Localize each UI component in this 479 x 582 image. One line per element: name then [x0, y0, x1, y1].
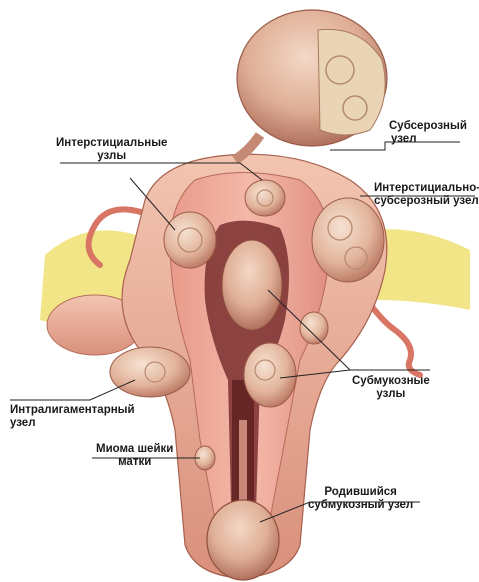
label-intraligamentary-node: Интралигаментарный узел [10, 404, 135, 430]
label-line: матки [96, 456, 173, 469]
label-line: узел [10, 417, 135, 430]
label-line: субсерозный узел [374, 195, 479, 208]
label-submucous-nodes: Субмукозные узлы [352, 375, 430, 401]
label-line: субмукозный узел [308, 499, 413, 512]
label-line: Интралигаментарный [10, 404, 135, 417]
label-born-submucous-node: Родившийся субмукозный узел [308, 486, 413, 512]
interstitial-node [164, 212, 216, 268]
label-line: Интерстициальные [56, 137, 167, 150]
label-line: узел [389, 133, 467, 146]
label-line: узлы [56, 150, 167, 163]
label-line: узлы [352, 388, 430, 401]
label-line: Родившийся [308, 486, 413, 499]
label-interstitial-subserous-node: Интерстициально- субсерозный узел [374, 182, 479, 208]
intraligamentary-node [110, 347, 190, 397]
interstitial-subserous-node [312, 198, 384, 282]
label-line: Субсерозный [389, 120, 467, 133]
subserous-node [235, 10, 387, 160]
interstitial-node [245, 180, 285, 216]
label-line: Интерстициально- [374, 182, 479, 195]
label-subserous-node: Субсерозный узел [389, 120, 467, 146]
label-line: Субмукозные [352, 375, 430, 388]
submucous-node [244, 343, 296, 407]
label-interstitial-nodes: Интерстициальные узлы [56, 137, 167, 163]
submucous-node [300, 312, 328, 344]
submucous-node [222, 240, 282, 330]
label-cervical-myoma: Миома шейки матки [96, 443, 173, 469]
label-line: Миома шейки [96, 443, 173, 456]
